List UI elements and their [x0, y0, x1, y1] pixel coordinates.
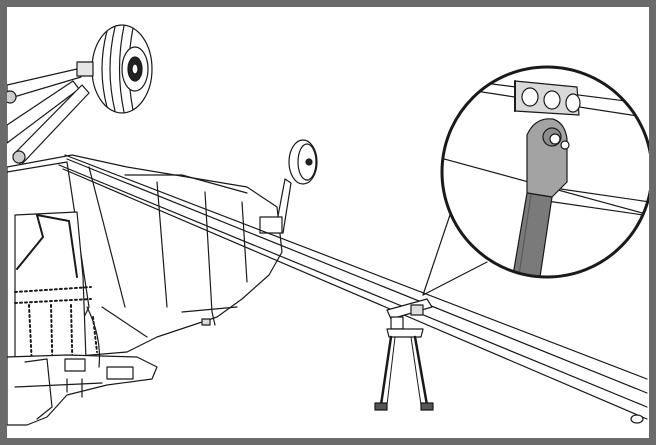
strut-installation-diagram: [7, 24, 649, 426]
support-stand: [374, 298, 434, 411]
detail-callout-magnifier: [440, 65, 649, 279]
fuselage: [7, 154, 283, 426]
support-strut: [58, 154, 648, 424]
main-wheel: [7, 24, 153, 166]
illustration-canvas: [7, 7, 649, 438]
tail-wheel: [259, 139, 318, 234]
callout-leader: [422, 202, 488, 296]
